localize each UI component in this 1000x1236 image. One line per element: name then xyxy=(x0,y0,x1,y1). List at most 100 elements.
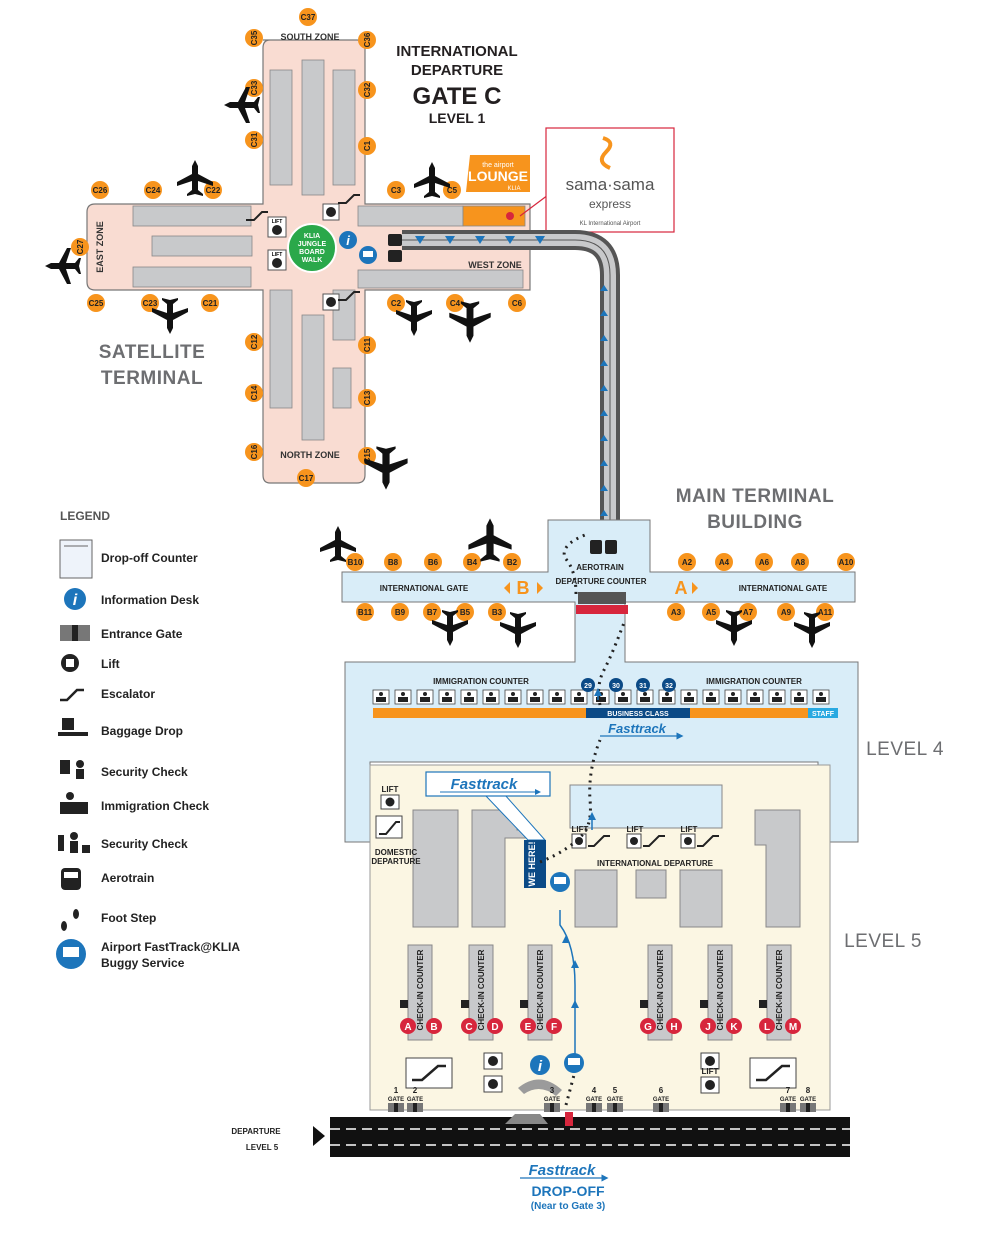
gate-label: C11 xyxy=(363,337,372,352)
gate-marker: C27 xyxy=(71,238,89,256)
buggy-icon xyxy=(359,246,377,264)
immigration-check-icon xyxy=(680,689,698,705)
departure-road xyxy=(330,1112,850,1157)
immigration-check-icon xyxy=(790,689,808,705)
baggage-drop-icon xyxy=(400,1000,408,1008)
departure-counter-bar xyxy=(576,605,628,614)
track-arrow xyxy=(445,236,455,244)
gate-label: C1 xyxy=(363,140,372,151)
legend-label-4: Escalator xyxy=(101,687,155,701)
lift-icon: LIFT xyxy=(267,249,287,271)
gate-marker: B9 xyxy=(391,603,409,621)
international-gate-a: INTERNATIONAL GATE xyxy=(739,584,828,593)
svg-text:LIFT: LIFT xyxy=(572,825,589,834)
gate-label: A9 xyxy=(781,608,792,617)
gate-marker: A5 xyxy=(702,603,720,621)
hub-label-4: WALK xyxy=(302,257,323,264)
road-label-1: DEPARTURE xyxy=(231,1127,281,1136)
level5-buildings xyxy=(412,784,801,928)
gate-marker: C22 xyxy=(204,181,222,199)
svg-text:GATE: GATE xyxy=(388,1097,404,1103)
contact-pier xyxy=(341,519,859,843)
baggage-drop-icon xyxy=(58,718,88,736)
gate-label: C14 xyxy=(250,385,259,400)
svg-text:the airport: the airport xyxy=(482,162,514,169)
check-in-label: CHECK-IN COUNTER xyxy=(477,949,486,1030)
svg-text:KLIA: KLIA xyxy=(507,186,520,192)
gate-marker: A9 xyxy=(777,603,795,621)
legend-label-8: Security Check xyxy=(101,837,188,851)
business-counter-number: 32 xyxy=(662,678,676,692)
fasttrack-logo-level4: Fasttrack xyxy=(608,721,667,736)
immigration-check-icon xyxy=(702,689,720,705)
immigration-check-icon xyxy=(526,689,544,705)
immigration-check-icon xyxy=(372,689,390,705)
immigration-check-icon xyxy=(394,689,412,705)
gate-label: B10 xyxy=(348,558,363,567)
svg-text:30: 30 xyxy=(612,683,620,690)
gate-label: B8 xyxy=(388,558,399,567)
svg-text:2: 2 xyxy=(413,1086,418,1095)
road-label-2: LEVEL 5 xyxy=(246,1143,279,1152)
fasttrack-logo-road: Fasttrack xyxy=(529,1162,596,1179)
escalator-icon xyxy=(338,291,360,301)
legend-label-7: Immigration Check xyxy=(101,799,209,813)
immigration-counter-left: IMMIGRATION COUNTER xyxy=(433,677,529,686)
gate-marker: C17 xyxy=(297,469,315,487)
svg-text:GATE: GATE xyxy=(544,1097,560,1103)
legend-label-6: Security Check xyxy=(101,765,188,779)
svg-text:express: express xyxy=(589,197,631,211)
gate-label: C33 xyxy=(250,80,259,95)
escalator-icon xyxy=(405,1057,453,1089)
gate-label: C21 xyxy=(203,299,218,308)
immigration-check-icon xyxy=(438,689,456,705)
baggage-drop-icon xyxy=(759,1000,767,1008)
svg-text:LOUNGE: LOUNGE xyxy=(468,168,528,184)
buggy-route xyxy=(550,688,602,1055)
gate-label: C27 xyxy=(76,239,85,254)
gate-label: C35 xyxy=(250,30,259,45)
international-gate-b: INTERNATIONAL GATE xyxy=(380,584,469,593)
gate-label: C22 xyxy=(206,186,221,195)
check-in-label: CHECK-IN COUNTER xyxy=(656,949,665,1030)
gate-label: C2 xyxy=(391,299,402,308)
gate-marker: A7 xyxy=(739,603,757,621)
gate-label: C26 xyxy=(93,186,108,195)
gate-label: C12 xyxy=(250,334,259,349)
gate-label: C13 xyxy=(363,390,372,405)
gate-marker: B10 xyxy=(346,553,364,571)
counter-row-letter: B xyxy=(430,1022,437,1033)
security-check-icon xyxy=(60,760,84,779)
gate-marker: B7 xyxy=(423,603,441,621)
check-in-label: CHECK-IN COUNTER xyxy=(536,949,545,1030)
immigration-check-icon xyxy=(504,689,522,705)
lift-icon xyxy=(322,293,340,311)
lift-icon: LIFT xyxy=(267,216,287,238)
jungle-boardwalk-hub xyxy=(287,223,337,273)
immigration-check-icon xyxy=(768,689,786,705)
gate-marker: C24 xyxy=(144,181,162,199)
immigration-check-icon xyxy=(460,689,478,705)
gate-label: C15 xyxy=(363,448,372,463)
information-desk-icon: i xyxy=(339,231,357,249)
pier-b-label: B xyxy=(517,578,530,598)
gate-label: C5 xyxy=(447,186,458,195)
gate-label: C17 xyxy=(299,474,314,483)
gate-label: B5 xyxy=(460,608,471,617)
track-arrow xyxy=(600,460,608,466)
security-check-2-icon xyxy=(58,832,90,853)
baggage-drop-icon xyxy=(461,1000,469,1008)
gate-label: A10 xyxy=(839,558,854,567)
counter-row-marker xyxy=(785,1018,801,1034)
gate-label: B6 xyxy=(428,558,439,567)
main-terminal-name-1: MAIN TERMINAL xyxy=(676,486,834,507)
counter-row-marker xyxy=(461,1018,477,1034)
buggy-icon xyxy=(564,1053,584,1073)
airport-lounge-logo: the airport LOUNGE KLIA xyxy=(466,155,530,192)
